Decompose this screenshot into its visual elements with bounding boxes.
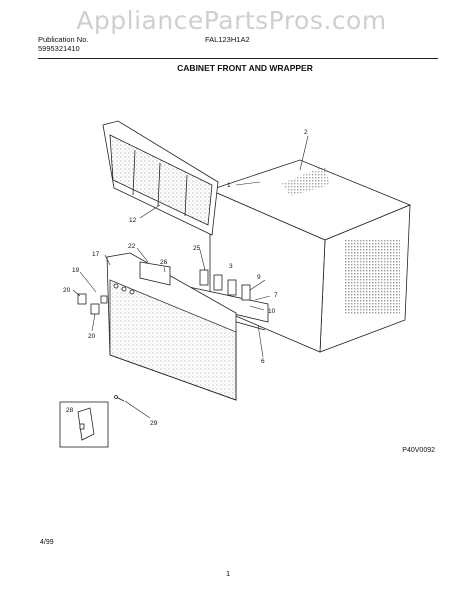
callout-20-left: 20 xyxy=(63,287,71,294)
header-rule xyxy=(38,58,438,59)
callout-10: 10 xyxy=(268,308,276,315)
callout-3: 3 xyxy=(229,263,233,270)
callout-7: 7 xyxy=(274,292,278,299)
callout-20-bottom: 20 xyxy=(88,333,96,340)
revision-date: 4/99 xyxy=(40,539,54,546)
callout-9: 9 xyxy=(257,274,261,281)
publication-label: Publication No. xyxy=(38,35,89,44)
section-title: CABINET FRONT AND WRAPPER xyxy=(177,63,313,73)
callout-26: 26 xyxy=(160,259,168,266)
front-grille xyxy=(106,252,237,401)
callout-17: 17 xyxy=(92,251,100,258)
callout-2: 2 xyxy=(304,129,308,136)
watermark: AppliancePartsPros.com xyxy=(76,6,387,35)
small-fastener xyxy=(114,395,125,402)
callout-29: 29 xyxy=(150,420,158,427)
callout-25: 25 xyxy=(193,245,201,252)
inset-detail-box xyxy=(59,401,109,448)
callout-12: 12 xyxy=(129,217,137,224)
callout-1: 1 xyxy=(227,182,231,189)
drawing-code: P40V0092 xyxy=(402,447,435,454)
front-filter-panel xyxy=(102,120,219,236)
callout-22: 22 xyxy=(128,243,136,250)
model-number: FAL123H1A2 xyxy=(205,35,250,44)
callout-6: 6 xyxy=(261,358,265,365)
callout-19: 19 xyxy=(72,267,80,274)
callout-28: 28 xyxy=(66,407,74,414)
leader-lines xyxy=(72,135,309,419)
cabinet-wrapper xyxy=(208,159,412,353)
callout-labels: 1 2 3 6 7 9 10 12 17 19 20 20 22 25 26 2… xyxy=(63,129,308,427)
publication-number: 5995321410 xyxy=(38,44,80,53)
page-number: 1 xyxy=(226,569,231,578)
control-knobs xyxy=(77,293,108,315)
